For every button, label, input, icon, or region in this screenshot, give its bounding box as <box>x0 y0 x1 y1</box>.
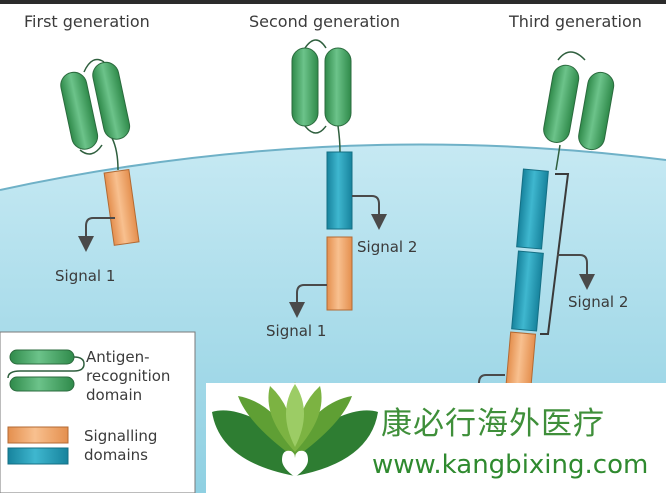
membrane-edge <box>0 143 666 191</box>
second-generation-title: Second generation <box>249 12 400 31</box>
costim-domain-third-a <box>516 168 549 250</box>
signal-arrow-first <box>78 217 115 252</box>
lotus-icon <box>212 384 378 477</box>
antigen-domain-third <box>543 64 580 143</box>
signalling-domain-second <box>326 236 353 311</box>
first-generation-title: First generation <box>24 12 150 31</box>
signal-arrow-third-lower <box>478 374 505 384</box>
legend-antigen-swatch <box>7 349 85 392</box>
first-generation-receptor <box>60 58 140 252</box>
signal-arrow-second-a <box>352 195 387 230</box>
costim-domain-third-b <box>511 250 544 332</box>
second-signal-1-label: Signal 1 <box>266 322 327 340</box>
top-rule <box>0 0 666 4</box>
signal-arrow-second-b <box>289 284 327 318</box>
third-signal-2-label: Signal 2 <box>568 293 629 311</box>
second-signal-2-label: Signal 2 <box>357 238 418 256</box>
signal-arrow-third <box>557 254 595 290</box>
watermark-url-text: www.kangbixing.com <box>372 450 649 480</box>
legend-antigen-label: Antigen-recognition domain <box>86 348 171 404</box>
legend-signalling-label: Signalling domains <box>84 427 158 464</box>
first-signal-label: Signal 1 <box>55 267 116 285</box>
costim-domain-second <box>326 151 353 230</box>
second-generation-receptor <box>289 39 387 318</box>
watermark-chinese-text: 康必行海外医疗 <box>381 406 605 442</box>
legend-blue-swatch <box>7 447 69 465</box>
third-generation-receptor <box>478 51 615 395</box>
legend-orange-swatch <box>7 426 69 444</box>
signalling-domain-first <box>103 168 140 246</box>
antigen-domain-first <box>60 71 99 150</box>
legend <box>0 331 196 493</box>
third-generation-title: Third generation <box>509 12 642 31</box>
